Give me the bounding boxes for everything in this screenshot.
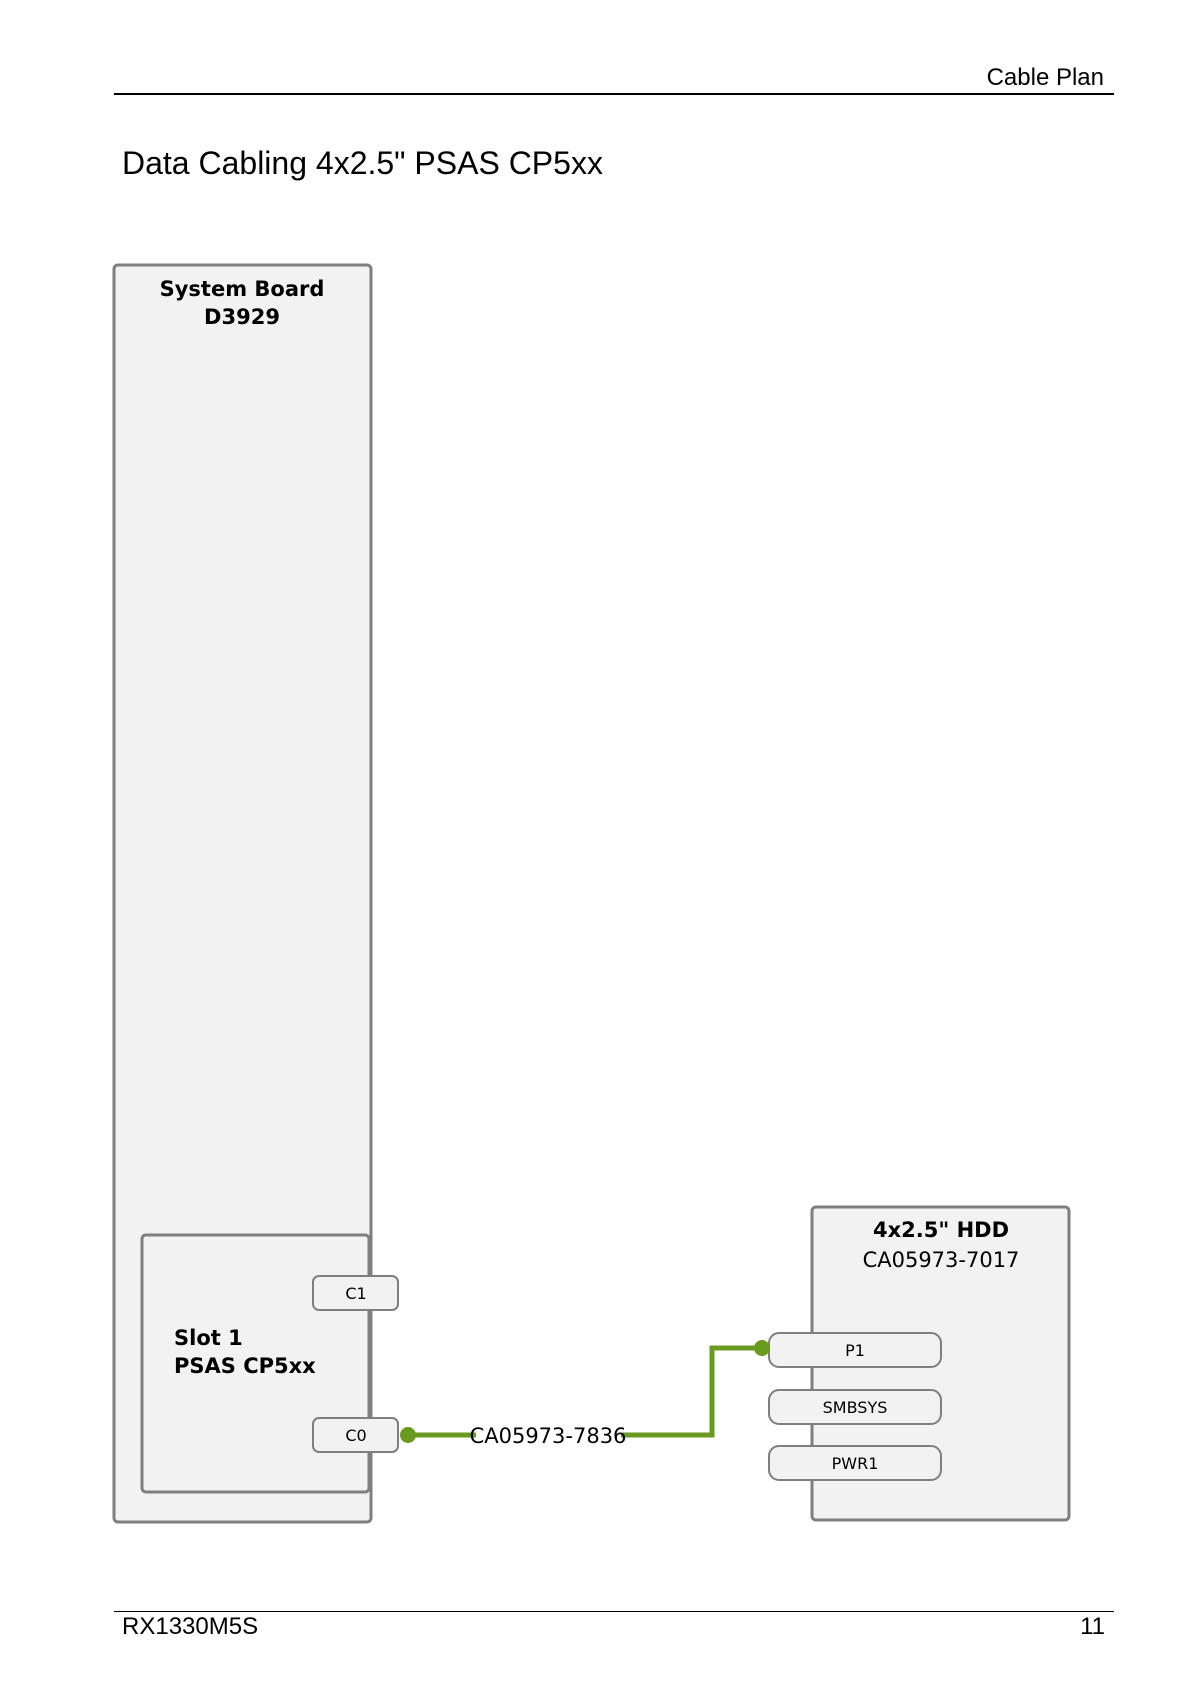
system-board-label: System Board	[160, 277, 325, 301]
connector-c1: C1	[313, 1276, 398, 1310]
cable-end-c0	[400, 1427, 416, 1443]
connector-c0: C0	[313, 1418, 398, 1452]
slot-controller-name: PSAS CP5xx	[174, 1354, 316, 1378]
connector-pwr1-label: PWR1	[832, 1454, 879, 1473]
connector-c0-label: C0	[345, 1426, 366, 1445]
connector-c1-label: C1	[345, 1284, 366, 1303]
hdd-label: 4x2.5" HDD	[873, 1218, 1009, 1242]
connector-smbsys: SMBSYS	[769, 1390, 941, 1424]
connector-smbsys-label: SMBSYS	[823, 1398, 888, 1417]
cable-label: CA05973-7836	[470, 1424, 627, 1448]
connector-pwr1: PWR1	[769, 1446, 941, 1480]
cable-end-p1	[754, 1340, 770, 1356]
slot-label: Slot 1	[174, 1326, 243, 1350]
connector-p1: P1	[769, 1333, 941, 1367]
connector-p1-label: P1	[845, 1341, 865, 1360]
system-board-id: D3929	[204, 305, 280, 329]
data-cable: CA05973-7836	[400, 1340, 770, 1450]
footer-page-number: 11	[1080, 1613, 1105, 1641]
hdd-part-number: CA05973-7017	[863, 1248, 1020, 1272]
footer-model: RX1330M5S	[122, 1613, 258, 1641]
footer-rule	[114, 1611, 1114, 1612]
